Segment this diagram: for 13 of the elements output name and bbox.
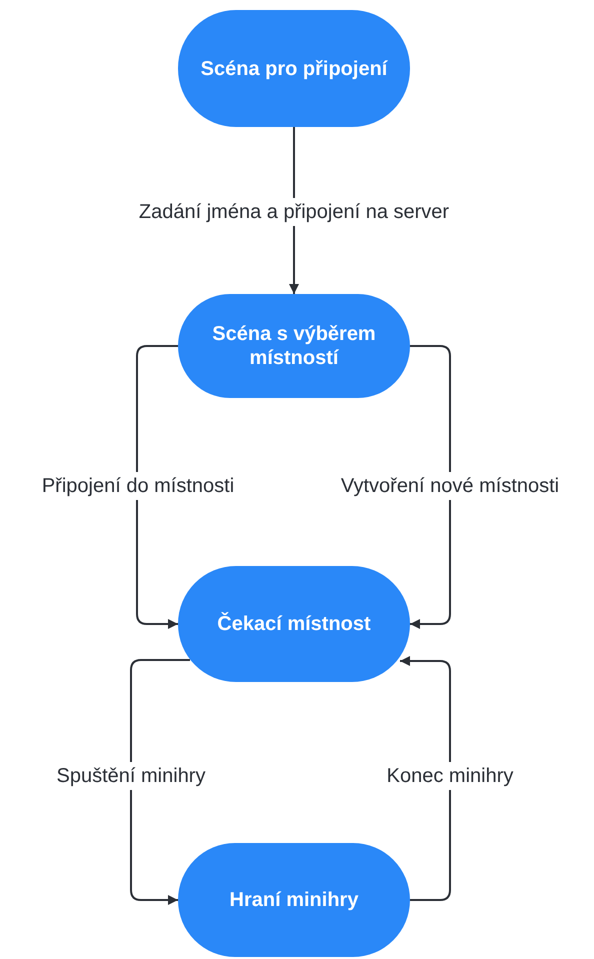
arrow (410, 345, 451, 629)
edge-label: Spuštění minihry (56, 762, 206, 790)
edge-label: Zadání jména a připojení na server (138, 198, 450, 226)
state-label: Čekací místnost (217, 612, 371, 636)
edge-label: Konec minihry (386, 762, 514, 790)
state-label: Hraní minihry (230, 888, 358, 912)
state-label: Scéna s výběrem místností (211, 322, 377, 370)
arrow (130, 659, 190, 905)
arrow (400, 656, 451, 901)
edge-label: Připojení do místnosti (42, 472, 234, 500)
edge-label: Vytvoření nové místnosti (340, 472, 560, 500)
state-label: Scéna pro připojení (200, 56, 388, 80)
arrow (136, 345, 178, 629)
